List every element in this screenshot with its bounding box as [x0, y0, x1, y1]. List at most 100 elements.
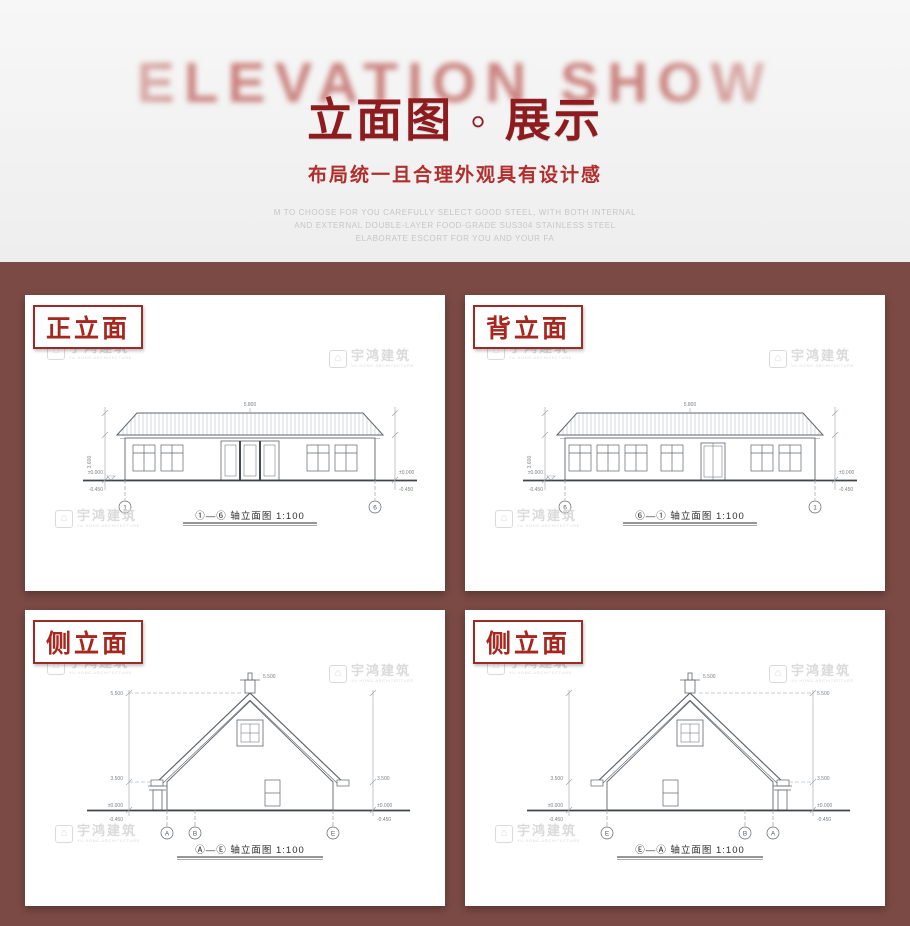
dim-ground: ±0.000	[399, 470, 414, 476]
dimension-labels: 5.800 3.600 ±0.000 -0.450 ±0.000 -0.450	[87, 402, 414, 493]
dim-eave: 3.500	[550, 776, 563, 782]
watermark-sub: YU HONG ARCHITECTURE	[517, 838, 580, 843]
axis-bubble-label: E	[331, 831, 336, 838]
axis-bubble-label: E	[605, 831, 610, 838]
dim-below: -0.450	[529, 487, 543, 493]
axis-bubbles: 1 6	[118, 480, 382, 514]
card-title-badge: 侧立面	[33, 620, 144, 664]
watermark-sub: YU HONG ARCHITECTURE	[77, 838, 140, 843]
dimension-lines	[565, 689, 817, 816]
gable-vent	[236, 719, 264, 747]
dim-eave: 3.500	[377, 776, 390, 782]
gable-wall	[166, 700, 334, 811]
axis-bubble-label: 6	[373, 505, 377, 512]
axis-bubble-label: 1	[123, 505, 127, 512]
dim-eave: 3.500	[110, 776, 123, 782]
watermark-sub: YU HONG ARCHITECTURE	[791, 363, 854, 368]
dim-apex: 5.500	[817, 691, 830, 697]
card-title-badge: 背立面	[473, 305, 584, 349]
brand-logo-icon: ⌂	[55, 824, 73, 843]
hero-description-line: AND EXTERNAL DOUBLE-LAYER FOOD-GRADE SUS…	[294, 221, 616, 230]
back-elevation-drawing: 5.800 3.600 ±0.000 -0.450 ±0.000 -0.450 …	[523, 402, 857, 526]
dim-apex: 5.500	[110, 691, 123, 697]
side-window	[662, 779, 679, 807]
page-title: 立面图 ◦ 展示	[307, 94, 603, 146]
windows	[568, 444, 802, 472]
dim-ground: ±0.000	[817, 803, 832, 809]
watermark-sub: YU HONG ARCHITECTURE	[69, 670, 132, 675]
watermark-sub: YU HONG ARCHITECTURE	[517, 523, 580, 528]
dimension-lines	[125, 689, 377, 816]
dim-ground: ±0.000	[548, 803, 563, 809]
watermark-name: 宇鸿建筑	[351, 348, 412, 363]
windows	[132, 444, 358, 472]
watermark-sub: YU HONG ARCHITECTURE	[509, 355, 572, 360]
watermark-name: 宇鸿建筑	[791, 348, 852, 363]
dimension-labels: 5.800 3.600 ±0.000 -0.450 ±0.000 -0.450	[527, 402, 854, 493]
drawing-caption: ①—⑥ 轴立面图 1:100	[195, 510, 305, 522]
axis-bubbles: E B A	[600, 810, 780, 840]
axis-bubbles: A B E	[160, 810, 340, 840]
watermark-sub: YU HONG ARCHITECTURE	[509, 670, 572, 675]
front-elevation-drawing: 5.800 3.600 ±0.000 -0.450 ±0.000 -0.450 …	[83, 402, 417, 526]
dim-ground: ±0.000	[88, 470, 103, 476]
dimension-lines	[541, 407, 839, 490]
dim-ridge: 5.800	[684, 402, 697, 408]
dim-apex: 5.500	[263, 674, 276, 680]
side-elevation-drawing: 5.500 3.500 ±0.000 -0.450 3.500 ±0.000 -…	[527, 672, 850, 860]
dim-below: -0.450	[109, 817, 123, 823]
watermark-sub: YU HONG ARCHITECTURE	[77, 523, 140, 528]
axis-bubble-label: A	[165, 831, 170, 838]
caption: ①—⑥ 轴立面图 1:100	[183, 510, 317, 526]
gable-wall	[606, 700, 774, 811]
brand-logo-icon: ⌂	[495, 509, 513, 528]
dim-eave: 3.500	[817, 776, 830, 782]
brand-logo-icon: ⌂	[769, 664, 787, 683]
dim-height: 3.600	[527, 456, 533, 469]
brand-logo-icon: ⌂	[495, 824, 513, 843]
dim-below: -0.450	[839, 487, 853, 493]
watermark-name: 宇鸿建筑	[351, 663, 412, 678]
dim-ground: ±0.000	[108, 803, 123, 809]
dim-height: 3.600	[87, 456, 93, 469]
axis-bubbles: 6 1	[558, 480, 822, 514]
roof	[555, 412, 825, 439]
caption: Ⓐ—Ⓔ 轴立面图 1:100	[177, 844, 323, 860]
caption: Ⓔ—Ⓐ 轴立面图 1:100	[617, 844, 763, 860]
watermark-name: 宇鸿建筑	[77, 508, 138, 523]
watermark-sub: YU HONG ARCHITECTURE	[351, 363, 414, 368]
brand-logo-icon: ⌂	[329, 664, 347, 683]
dim-below: -0.450	[399, 487, 413, 493]
watermark-sub: YU HONG ARCHITECTURE	[351, 678, 414, 683]
dim-below: -0.450	[549, 817, 563, 823]
back-door	[700, 442, 726, 481]
hero-background-text: ELEVATION SHOW	[136, 51, 774, 115]
porch-column	[148, 785, 167, 811]
dimension-labels: 5.500 3.500 ±0.000 -0.450 3.500 ±0.000 -…	[108, 674, 393, 823]
brand-logo-icon: ⌂	[769, 349, 787, 368]
porch-column	[773, 785, 792, 811]
brand-logo-icon: ⌂	[329, 349, 347, 368]
dim-apex: 5.500	[703, 674, 716, 680]
drawing-caption: ⑥—① 轴立面图 1:100	[635, 510, 745, 522]
hero-description: M TO CHOOSE FOR YOU CAREFULLY SELECT GOO…	[0, 206, 910, 245]
axis-bubble-label: 6	[563, 505, 567, 512]
side-window	[264, 779, 281, 807]
gable-vent	[676, 719, 704, 747]
roof-finial	[240, 672, 260, 694]
hero-description-line: M TO CHOOSE FOR YOU CAREFULLY SELECT GOO…	[273, 208, 637, 217]
dim-below: -0.450	[89, 487, 103, 493]
page-subtitle: 布局统一且合理外观具有设计感	[307, 165, 602, 186]
